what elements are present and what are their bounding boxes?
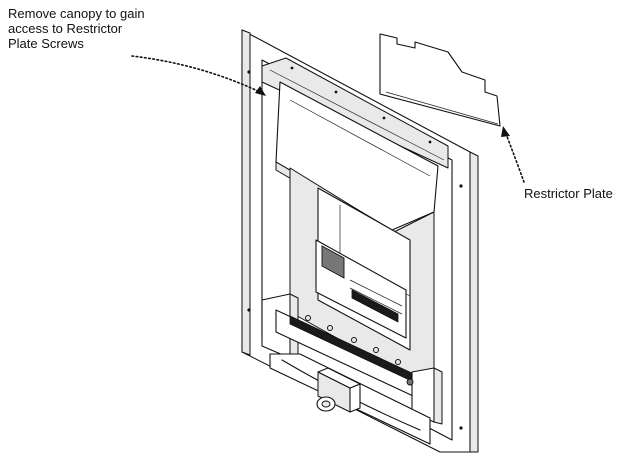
restrictor-arrow — [501, 126, 525, 183]
canopy-arrow — [131, 55, 266, 96]
restrictor-plate-callout: Restrictor Plate — [524, 186, 613, 201]
canopy-callout-line-2: access to Restrictor — [8, 21, 123, 36]
burner-tray — [261, 293, 443, 425]
control-knob-icon — [316, 396, 336, 412]
canopy-callout-line-3: Plate Screws — [8, 36, 84, 51]
bottom-fascia — [269, 353, 431, 445]
fuel-bed — [315, 239, 407, 339]
canopy-callout: Remove canopy to gain access to Restrict… — [8, 6, 145, 51]
canopy-callout-line-1: Remove canopy to gain — [8, 6, 145, 21]
restrictor-plate — [379, 33, 501, 127]
